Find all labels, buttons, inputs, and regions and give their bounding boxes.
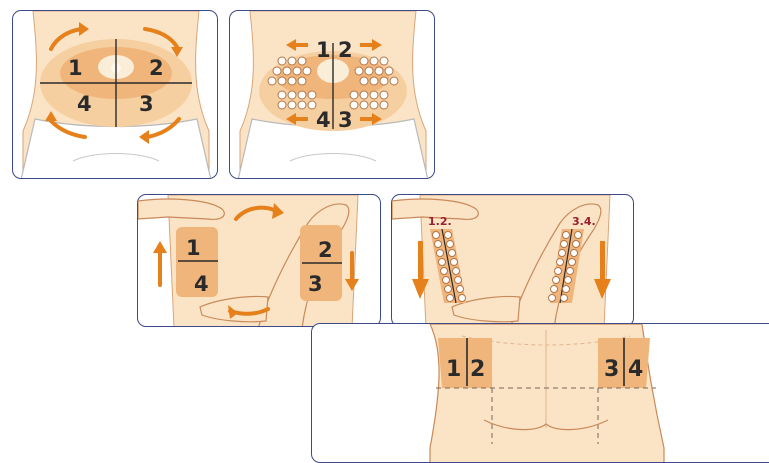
- panel-abdomen-points: 1 2 3 4: [229, 10, 435, 179]
- back-points-label-34: 3.4.: [572, 215, 596, 228]
- panel-buttocks: 1 2 3 4: [311, 323, 769, 463]
- back-zone-label-4: 4: [194, 272, 209, 296]
- quadrant-label-1: 1: [68, 56, 83, 80]
- panel-abdomen-circular: 1 2 3 4: [12, 10, 218, 179]
- quadrant-label-3: 3: [139, 92, 154, 116]
- back-zone-label-3: 3: [308, 272, 323, 296]
- back-zone-label-2: 2: [318, 238, 333, 262]
- back-zone-label-1: 1: [186, 236, 201, 260]
- point-label-2: 2: [338, 38, 353, 62]
- point-label-4: 4: [316, 108, 331, 132]
- quadrant-label-2: 2: [149, 56, 164, 80]
- panel-back-circular: 1 2 3 4: [137, 194, 381, 327]
- point-label-3: 3: [338, 108, 353, 132]
- panel-back-points: 1.2. 3.4.: [391, 194, 634, 327]
- buttocks-illustration: 1 2 3 4: [312, 324, 769, 463]
- abdomen-circular-illustration: 1 2 3 4: [13, 11, 218, 179]
- abdomen-points-illustration: 1 2 3 4: [230, 11, 435, 179]
- buttock-label-1: 1: [446, 357, 461, 382]
- back-circular-illustration: 1 2 3 4: [138, 195, 381, 327]
- buttock-label-2: 2: [470, 357, 485, 382]
- buttock-label-4: 4: [628, 357, 643, 382]
- back-points-label-12: 1.2.: [428, 215, 452, 228]
- quadrant-label-4: 4: [77, 92, 92, 116]
- back-points-illustration: 1.2. 3.4.: [392, 195, 634, 327]
- point-label-1: 1: [316, 38, 331, 62]
- buttock-label-3: 3: [604, 357, 619, 382]
